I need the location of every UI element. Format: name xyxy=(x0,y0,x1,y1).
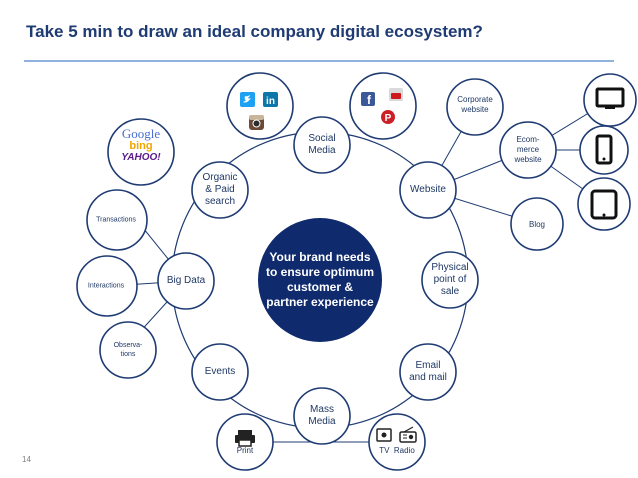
mass-media-node xyxy=(293,387,351,445)
print-label: Print xyxy=(236,446,254,455)
email-mail-label: Email and mail xyxy=(409,360,447,383)
tv-icon xyxy=(376,428,392,442)
center-circle xyxy=(258,218,382,342)
website-label: Website xyxy=(410,184,446,195)
twitter-icon xyxy=(240,92,255,107)
transactions-label: Transactions xyxy=(96,216,136,224)
smartphone-icon xyxy=(595,134,613,165)
svg-text:f: f xyxy=(367,93,372,107)
social-media-node xyxy=(293,116,351,174)
big-data-node xyxy=(157,252,215,310)
ecommerce-label: Ecom- merce website xyxy=(514,135,542,164)
big-data-label: Big Data xyxy=(166,275,206,286)
interactions-label: Interactions xyxy=(87,282,125,290)
social-media-label: Social Media xyxy=(308,133,336,156)
search-engines-node xyxy=(107,118,175,186)
blog-node xyxy=(510,197,564,251)
yahoo-logo: YAHOO! xyxy=(121,152,161,163)
blog-label: Blog xyxy=(528,220,546,229)
youtube-icon xyxy=(389,88,403,101)
organic-search-label: Organic & Paid search xyxy=(202,172,238,207)
search-engine-logos: Google bing YAHOO! xyxy=(112,126,170,164)
events-node xyxy=(191,343,249,401)
bing-logo: bing xyxy=(129,140,153,152)
interactions-node xyxy=(76,255,138,317)
corporate-website-label: Corporate website xyxy=(457,95,493,114)
page-number: 14 xyxy=(22,455,31,464)
svg-text:in: in xyxy=(266,96,275,107)
physical-pos-label: Physical point of sale xyxy=(431,262,469,297)
printer-icon xyxy=(235,430,255,447)
tv-radio-label: TV Radio xyxy=(379,446,415,455)
linkedin-icon: in xyxy=(263,92,278,107)
tablet-icon xyxy=(590,189,618,220)
observations-node xyxy=(99,321,157,379)
center-label: Your brand needs to ensure optimum custo… xyxy=(265,250,374,309)
social-icons-node-a xyxy=(226,72,294,140)
ecommerce-node xyxy=(499,121,557,179)
observations-label: Observa- tions xyxy=(113,342,143,358)
organic-search-node xyxy=(191,161,249,219)
events-label: Events xyxy=(204,366,236,377)
mass-media-label: Mass Media xyxy=(308,404,336,427)
slide-title: Take 5 min to draw an ideal company digi… xyxy=(26,22,483,41)
website-node xyxy=(399,161,457,219)
pinterest-icon: P xyxy=(381,110,395,124)
instagram-icon xyxy=(249,115,264,130)
tv-radio-node xyxy=(368,413,426,471)
facebook-icon: f xyxy=(361,92,375,107)
corporate-website-node xyxy=(446,78,504,136)
radio-icon xyxy=(399,426,417,443)
google-logo: Google xyxy=(121,126,161,141)
desktop-icon xyxy=(595,87,625,109)
social-icons-node-b xyxy=(349,72,417,140)
transactions-node xyxy=(86,189,148,251)
svg-text:P: P xyxy=(385,113,392,124)
title-divider xyxy=(24,60,614,62)
email-mail-node xyxy=(399,343,457,401)
physical-pos-node xyxy=(421,251,479,309)
